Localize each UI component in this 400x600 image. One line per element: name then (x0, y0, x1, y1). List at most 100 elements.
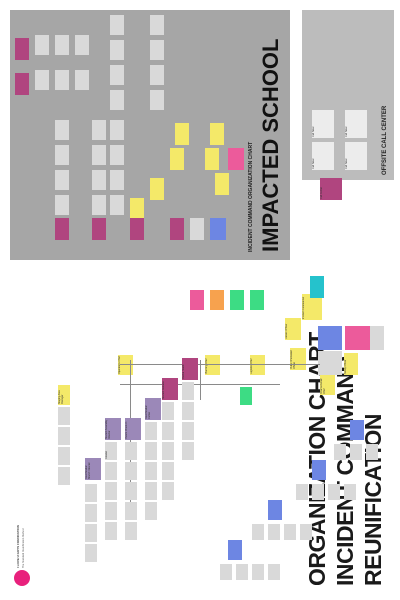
is-row2-c1 (92, 195, 106, 215)
reunification-center-box: Reunification Center (145, 398, 161, 420)
purple4-item-2 (145, 442, 157, 460)
impacted-magenta-3 (92, 218, 106, 240)
blue-head-3 (312, 460, 326, 480)
purple-item-2 (85, 504, 97, 522)
mental-health-box: Mental Health (182, 358, 198, 380)
is-row1-c2 (55, 170, 69, 190)
foundation-logo (14, 570, 30, 586)
impacted-school-title: IMPACTED SCHOOL (258, 38, 283, 252)
impacted-grey-1 (190, 218, 204, 240)
impacted-yellow-3 (215, 173, 229, 195)
purple3-item-3 (125, 482, 137, 500)
command-box-grey (370, 326, 384, 350)
is-row1-c3 (55, 145, 69, 165)
command-box-pink (345, 326, 371, 350)
safety-officer-box: Safety Officer (344, 353, 358, 375)
planning-chief-box: Planning Chief (205, 355, 220, 375)
magenta-item-4 (162, 462, 174, 480)
call-taker-4: Call Taker (312, 110, 334, 138)
cyan-box (310, 276, 324, 298)
is-row4-c4 (35, 35, 49, 55)
grid-a3 (252, 564, 264, 580)
parent-check-in-box: Parent Check-In (125, 418, 141, 440)
grid-b4 (300, 524, 312, 540)
offsite-call-center-title: OFFSITE CALL CENTER (382, 105, 388, 175)
magenta2-item-4 (182, 442, 194, 460)
purple3-item-4 (125, 502, 137, 520)
is-row4-c2 (55, 70, 69, 90)
impacted-yellow-4 (130, 198, 144, 220)
is-row4-c6 (75, 35, 89, 55)
connector-right (120, 384, 280, 385)
purple-item-4 (85, 544, 97, 562)
impacted-yellow-6 (170, 148, 184, 170)
grid-a1 (220, 564, 232, 580)
is-row4-c3 (75, 70, 89, 90)
grid-c4 (344, 484, 356, 500)
magenta2-item-1 (182, 382, 194, 400)
purple-item-3 (85, 524, 97, 542)
is-row5-c2 (150, 65, 164, 85)
is-row6-c3 (110, 40, 124, 60)
magenta2-item-2 (182, 402, 194, 420)
is-row5-c1 (150, 90, 164, 110)
connector-main-h (120, 364, 320, 365)
impacted-magenta-1 (170, 218, 184, 240)
is-row2-c2 (92, 170, 106, 190)
connector-main-v (200, 360, 201, 400)
title-line-1: REUNIFICATION (360, 414, 386, 586)
is-row3-c3 (110, 145, 124, 165)
grid-c2 (312, 484, 324, 500)
purple3-item-5 (125, 522, 137, 540)
is-row4-c1 (35, 70, 49, 90)
staging-sub-4 (58, 467, 70, 485)
purple2-item-4 (105, 522, 117, 540)
is-row2-c4 (92, 120, 106, 140)
impacted-magenta-2 (130, 218, 144, 240)
reunification-director: Reunification Branch Director (85, 458, 101, 480)
blue-head-2 (268, 500, 282, 520)
grid-d3 (366, 444, 378, 460)
purple2-item-2 (105, 482, 117, 500)
staging-sub-1 (58, 407, 70, 425)
pink-box-top (190, 290, 204, 310)
purple4-item-4 (145, 482, 157, 500)
is-row6-c4 (110, 15, 124, 35)
blue-head-1 (228, 540, 242, 560)
impacted-yellow-7 (175, 123, 189, 145)
is-row5-c3 (150, 40, 164, 60)
staging-box: Staging Area Manager (58, 385, 70, 405)
green-box-3 (250, 290, 264, 310)
pio-box: Public Information Officer (290, 348, 306, 370)
staging-sub-3 (58, 447, 70, 465)
green-box-2 (230, 290, 244, 310)
purple4-item-3 (145, 462, 157, 480)
command-box-grey-2 (318, 351, 342, 375)
impacted-yellow-5 (150, 178, 164, 200)
call-taker-1: Call Taker (345, 142, 367, 170)
call-center-lead-box: Call Center (320, 178, 342, 200)
blue-head-4 (350, 420, 364, 440)
purple-item-1 (85, 484, 97, 502)
grid-b2 (268, 524, 280, 540)
liaison-box: Liaison Officer (285, 318, 301, 340)
foundation-name: I LOVE U GUYS FOUNDATION (16, 525, 20, 568)
magenta-item-5 (162, 482, 174, 500)
grid-a4 (268, 564, 280, 580)
magenta-item-3 (162, 442, 174, 460)
is-row3-c4 (110, 120, 124, 140)
purple3-item-2 (125, 462, 137, 480)
impacted-magenta-5 (15, 73, 29, 95)
staging-sub-2 (58, 427, 70, 445)
purple2-item-1 (105, 462, 117, 480)
purple2-item-3 (105, 502, 117, 520)
impacted-pink-head (228, 148, 244, 170)
student-release-box: Student Release (162, 378, 178, 400)
magenta2-item-3 (182, 422, 194, 440)
greeter-box: Greeter (105, 442, 117, 460)
grid-c3 (328, 484, 340, 500)
is-row6-c2 (110, 65, 124, 85)
grid-b3 (284, 524, 296, 540)
is-row5-c4 (150, 15, 164, 35)
